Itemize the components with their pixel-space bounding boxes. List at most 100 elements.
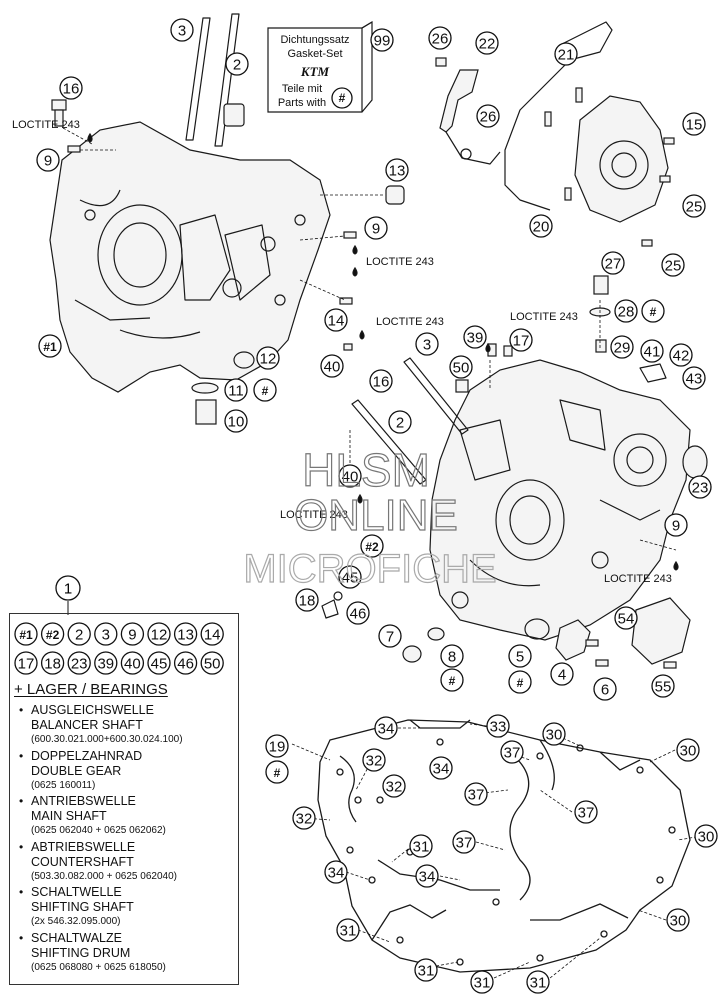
callout-label: 40 xyxy=(342,469,359,486)
callout-c99: 99 xyxy=(370,28,394,52)
callout-c21: 21 xyxy=(554,42,578,66)
callout-label: 31 xyxy=(474,975,491,992)
callout-label: 3 xyxy=(178,23,186,40)
callout-label: 13 xyxy=(389,163,406,180)
callout-label: 30 xyxy=(670,913,687,930)
callout-c34b: 34 xyxy=(429,756,453,780)
legend-part-bubble: #1 xyxy=(14,622,38,646)
callout-c55: 55 xyxy=(651,674,675,698)
callout-c37a: 37 xyxy=(500,740,524,764)
bullet-icon: • xyxy=(19,885,24,899)
callout-c23: 23 xyxy=(688,475,712,499)
callout-c11h: # xyxy=(253,378,277,402)
left-small-parts xyxy=(51,99,405,425)
watermark-line1: HLSM xyxy=(302,444,430,496)
callout-c30c: 30 xyxy=(694,824,718,848)
callout-c14: 14 xyxy=(324,308,348,332)
bearing-name-de: ANTRIEBSWELLE xyxy=(31,794,136,808)
callout-label: 99 xyxy=(374,33,391,50)
callout-c26a: 26 xyxy=(428,26,452,50)
callout-c54: 54 xyxy=(614,606,638,630)
callout-label: 4 xyxy=(558,667,566,684)
callout-c30d: 30 xyxy=(666,908,690,932)
bullet-icon: • xyxy=(19,930,24,945)
callout-label: 33 xyxy=(490,719,507,736)
bearing-name-de: SCHALTWALZE xyxy=(31,930,122,945)
callout-label: 12 xyxy=(260,351,277,368)
callout-label: 34 xyxy=(419,869,436,886)
bearing-name-en: BALANCER SHAFT xyxy=(31,718,143,732)
callout-label: 46 xyxy=(350,606,367,623)
callout-label: 40 xyxy=(324,359,341,376)
callout-c28h: # xyxy=(641,299,665,323)
legend-part-bubble: 2 xyxy=(67,622,91,646)
bearing-name-de: AUSGLEICHSWELLE xyxy=(31,703,154,717)
callout-label: 21 xyxy=(558,47,575,64)
bullet-icon: • xyxy=(19,703,24,717)
left-crankcase-half xyxy=(49,121,331,393)
callout-c26b: 26 xyxy=(476,104,500,128)
callout-c9b: 9 xyxy=(364,216,388,240)
callout-c2h: #2 xyxy=(360,534,384,558)
legend-part-bubble: 18 xyxy=(40,651,65,675)
callout-label: 31 xyxy=(413,839,430,856)
bearing-part-ref: (503.30.082.000 + 0625 062040) xyxy=(31,870,177,882)
callout-c19: 19 xyxy=(265,734,289,758)
callout-label: 8 xyxy=(448,649,456,666)
callout-c5h: # xyxy=(508,670,532,694)
callout-label: 37 xyxy=(456,835,473,852)
callout-c27: 27 xyxy=(601,251,625,275)
callout-c40a: 40 xyxy=(320,354,344,378)
callout-label: 50 xyxy=(453,360,470,377)
callout-label: 22 xyxy=(479,36,496,53)
callout-label: 27 xyxy=(605,256,622,273)
callout-label: 55 xyxy=(655,679,672,696)
callout-label: 43 xyxy=(686,371,703,388)
callout-label: 39 xyxy=(467,330,484,347)
callout-label: 31 xyxy=(530,975,547,992)
legend-part-bubble: 45 xyxy=(147,651,171,675)
callout-label: 3 xyxy=(423,337,431,354)
callout-label: 30 xyxy=(698,829,715,846)
callout-label: 42 xyxy=(673,348,690,365)
gasket-set-box: Dichtungssatz Gasket-Set KTM Teile mit P… xyxy=(267,20,373,113)
callout-c42: 42 xyxy=(669,343,693,367)
gasket-set-line3: Teile mit xyxy=(282,83,322,95)
callout-label: 2 xyxy=(396,415,404,432)
callout-c25a: 25 xyxy=(682,194,706,218)
callout-label: 9 xyxy=(672,518,680,535)
callout-label: # xyxy=(517,676,524,690)
legend-number: 1 xyxy=(64,581,72,598)
callout-c37d: 37 xyxy=(452,830,476,854)
stud-bolts-left xyxy=(185,13,240,147)
callout-label: 18 xyxy=(299,593,316,610)
bearing-name-en: COUNTERSHAFT xyxy=(31,854,134,869)
gasket-leader-lines xyxy=(291,723,703,979)
loctite-label-5: LOCTITE 243 xyxy=(280,509,348,521)
callout-label: 34 xyxy=(378,721,395,738)
bullet-icon: • xyxy=(19,794,24,808)
callout-c17: 17 xyxy=(509,328,533,352)
callout-label: 23 xyxy=(692,480,709,497)
top-right-parts xyxy=(435,21,675,247)
callout-label: 11 xyxy=(228,383,244,400)
legend-connector xyxy=(67,601,69,615)
callout-label: 34 xyxy=(328,865,345,882)
callout-c16a: 16 xyxy=(59,76,83,100)
callout-label: 19 xyxy=(269,739,286,756)
callout-label: #1 xyxy=(43,340,57,354)
callout-label: 26 xyxy=(480,109,497,126)
callout-label: 31 xyxy=(418,963,435,980)
callout-c20: 20 xyxy=(529,214,553,238)
callout-label: 37 xyxy=(504,745,521,762)
callout-label: 37 xyxy=(468,787,485,804)
legend-part-bubble: 46 xyxy=(173,651,198,675)
callout-c2b: 2 xyxy=(388,410,412,434)
callout-label: 45 xyxy=(342,570,359,587)
callout-label: # xyxy=(274,766,281,780)
callout-c9c: 9 xyxy=(664,513,688,537)
legend-heading: + LAGER / BEARINGS xyxy=(14,681,168,698)
callout-label: 15 xyxy=(686,117,703,134)
